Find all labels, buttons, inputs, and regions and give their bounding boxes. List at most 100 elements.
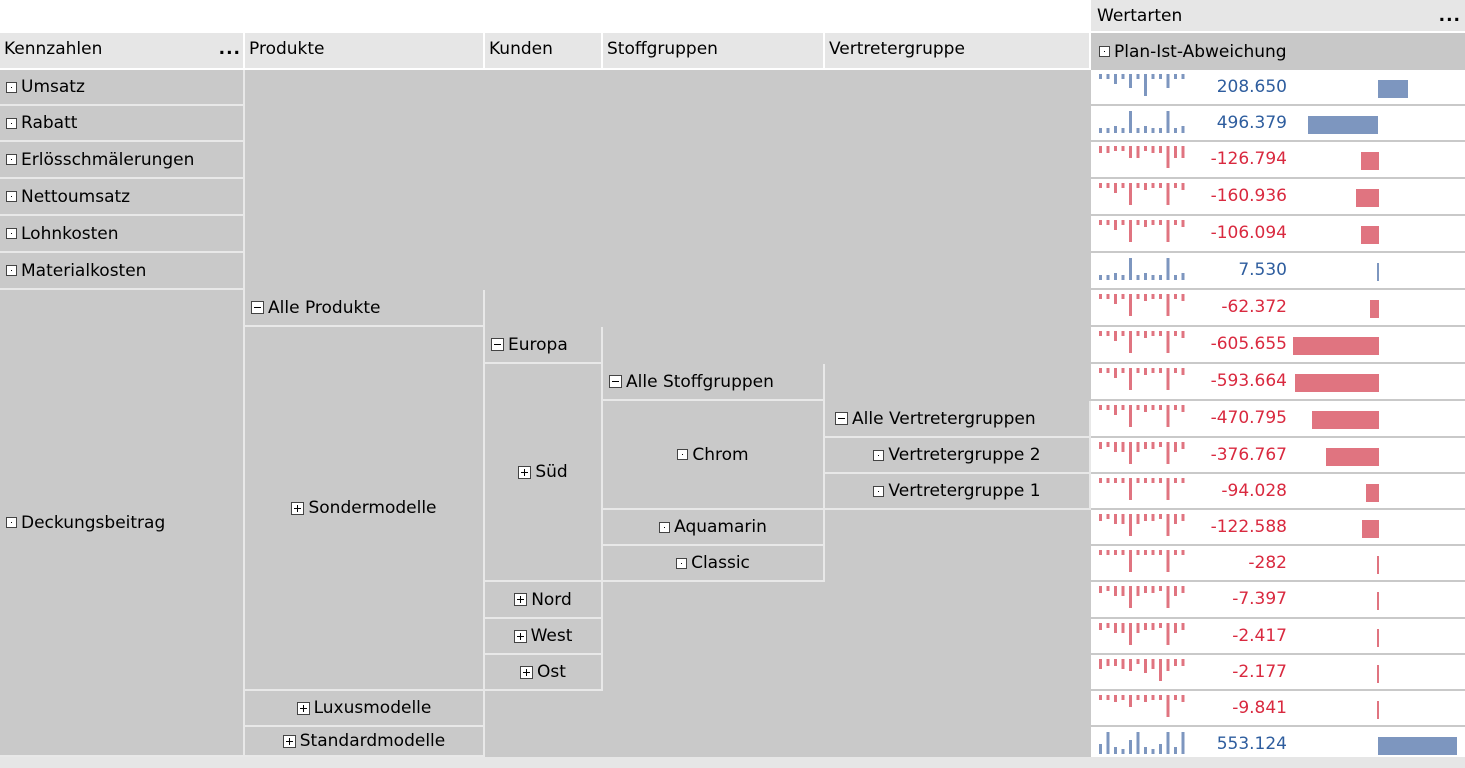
row-alle-produkte[interactable]: Alle Produkte <box>245 290 485 327</box>
collapse-plan-ist-icon[interactable] <box>1099 46 1110 57</box>
row-materialkosten[interactable]: Materialkosten <box>0 253 245 290</box>
value-row[interactable]: -282 <box>1091 546 1465 582</box>
collapse-alle-produkte-icon[interactable] <box>251 301 264 314</box>
row-standardmodelle[interactable]: Standardmodelle <box>245 727 485 757</box>
value-row[interactable]: -593.664 <box>1091 364 1465 401</box>
sparkline-bar <box>1181 478 1185 483</box>
expand-lohnkosten-icon[interactable] <box>6 228 17 239</box>
expand-ost-icon[interactable] <box>520 665 534 679</box>
expand-standardmodelle-icon[interactable] <box>282 734 296 748</box>
row-luxusmodelle[interactable]: Luxusmodelle <box>245 691 485 727</box>
row-vertretergruppe-2[interactable]: Vertretergruppe 2 <box>825 438 1091 474</box>
sparkline-bar <box>1114 586 1117 596</box>
collapse-europa-icon[interactable] <box>491 338 504 351</box>
row-europa[interactable]: Europa <box>485 327 603 364</box>
value-row[interactable]: -160.936 <box>1091 179 1465 216</box>
wertarten-more-button[interactable]: ... <box>1438 6 1461 26</box>
sparkline-bar <box>1174 405 1177 410</box>
expand-sued-icon[interactable] <box>518 465 532 479</box>
row-sondermodelle[interactable]: Sondermodelle <box>245 327 485 691</box>
value-row[interactable]: -7.397 <box>1091 582 1465 619</box>
row-aquamarin[interactable]: Aquamarin <box>603 510 825 546</box>
header-kennzahlen[interactable]: Kennzahlen ... <box>0 33 245 70</box>
row-alle-vertretergruppen[interactable]: Alle Vertretergruppen <box>825 401 1091 438</box>
value-text: -593.664 <box>1210 371 1287 391</box>
sparkline-bar <box>1099 183 1102 188</box>
header-stoffgruppen[interactable]: Stoffgruppen <box>603 33 825 70</box>
sparkline-bar <box>1166 695 1170 717</box>
sparkline-bar <box>1166 442 1170 464</box>
value-row[interactable]: -2.417 <box>1091 619 1465 655</box>
value-row[interactable]: -126.794 <box>1091 142 1465 179</box>
row-umsatz[interactable]: Umsatz <box>0 70 245 106</box>
expand-rabatt-icon[interactable] <box>6 117 17 129</box>
sparkline-bar <box>1136 146 1140 158</box>
header-vertretergruppe[interactable]: Vertretergruppe <box>825 33 1091 70</box>
row-lohnkosten[interactable]: Lohnkosten <box>0 216 245 253</box>
value-row[interactable]: -122.588 <box>1091 510 1465 546</box>
value-row[interactable]: -470.795 <box>1091 401 1465 438</box>
kennzahlen-more-button[interactable]: ... <box>218 39 241 59</box>
expand-nord-icon[interactable] <box>514 593 528 606</box>
sparkline-bar <box>1151 659 1155 669</box>
row-nettoumsatz[interactable]: Nettoumsatz <box>0 179 245 216</box>
value-row[interactable]: -605.655 <box>1091 327 1465 364</box>
sparkline-bar <box>1181 126 1185 133</box>
value-bar <box>1377 263 1379 281</box>
collapse-alle-vertretergruppen-icon[interactable] <box>835 412 848 425</box>
row-deckungsbeitrag[interactable]: Deckungsbeitrag <box>0 290 245 757</box>
expand-vertretergruppe-1-icon[interactable] <box>873 485 885 497</box>
sparkline-bar <box>1151 749 1155 754</box>
expand-west-icon[interactable] <box>513 629 527 643</box>
expand-sondermodelle-icon[interactable] <box>291 501 305 515</box>
expand-luxusmodelle-icon[interactable] <box>296 701 310 715</box>
row-nord[interactable]: Nord <box>485 582 603 619</box>
header-produkte[interactable]: Produkte <box>245 33 485 70</box>
expand-classic-icon[interactable] <box>676 557 688 569</box>
expand-erloes-icon[interactable] <box>6 154 17 165</box>
header-plan-ist-abweichung[interactable]: Plan-Ist-Abweichung <box>1091 33 1465 70</box>
sparkline-bar <box>1114 294 1117 304</box>
row-sued[interactable]: Süd <box>485 364 603 582</box>
row-classic[interactable]: Classic <box>603 546 825 582</box>
sparkline-bar <box>1136 294 1140 299</box>
sparkline-bar <box>1121 294 1125 299</box>
row-erloesschmaelerungen[interactable]: Erlösschmälerungen <box>0 142 245 179</box>
expand-umsatz-icon[interactable] <box>6 81 17 93</box>
expand-deckungsbeitrag-icon[interactable] <box>6 517 17 528</box>
alle-vertretergruppen-label: Alle Vertretergruppen <box>852 408 1036 429</box>
row-vertretergruppe-1[interactable]: Vertretergruppe 1 <box>825 474 1091 510</box>
expand-chrom-icon[interactable] <box>677 449 689 460</box>
row-west[interactable]: West <box>485 619 603 655</box>
sparkline-bar <box>1121 514 1125 524</box>
sparkline-bar <box>1114 368 1117 378</box>
value-row[interactable]: -9.841 <box>1091 691 1465 727</box>
value-row[interactable]: 7.530 <box>1091 253 1465 290</box>
header-kunden[interactable]: Kunden <box>485 33 603 70</box>
expand-aquamarin-icon[interactable] <box>659 521 671 533</box>
collapse-alle-stoffgruppen-icon[interactable] <box>609 375 622 388</box>
value-row[interactable]: -106.094 <box>1091 216 1465 253</box>
value-row[interactable]: -94.028 <box>1091 474 1465 510</box>
sparkline-bar <box>1144 695 1147 702</box>
expand-nettoumsatz-icon[interactable] <box>6 191 17 202</box>
row-erloes-label: Erlösschmälerungen <box>21 149 195 170</box>
sparkline-bar <box>1099 744 1102 754</box>
sparkline-bar <box>1144 659 1147 673</box>
expand-vertretergruppe-2-icon[interactable] <box>873 449 885 461</box>
row-rabatt[interactable]: Rabatt <box>0 106 245 142</box>
row-alle-stoffgruppen[interactable]: Alle Stoffgruppen <box>603 364 825 401</box>
value-row[interactable]: -2.177 <box>1091 655 1465 691</box>
value-row[interactable]: 553.124 <box>1091 727 1465 757</box>
sparkline-bar <box>1159 368 1162 373</box>
row-ost[interactable]: Ost <box>485 655 603 691</box>
value-row[interactable]: 208.650 <box>1091 70 1465 106</box>
value-row[interactable]: -376.767 <box>1091 438 1465 474</box>
row-chrom[interactable]: Chrom <box>603 401 825 510</box>
value-row[interactable]: 496.379 <box>1091 106 1465 142</box>
value-row[interactable]: -62.372 <box>1091 290 1465 327</box>
vertretergruppe-2-label: Vertretergruppe 2 <box>888 445 1041 465</box>
expand-materialkosten-icon[interactable] <box>6 265 17 276</box>
wertarten-header[interactable]: Wertarten ... <box>1091 0 1465 33</box>
